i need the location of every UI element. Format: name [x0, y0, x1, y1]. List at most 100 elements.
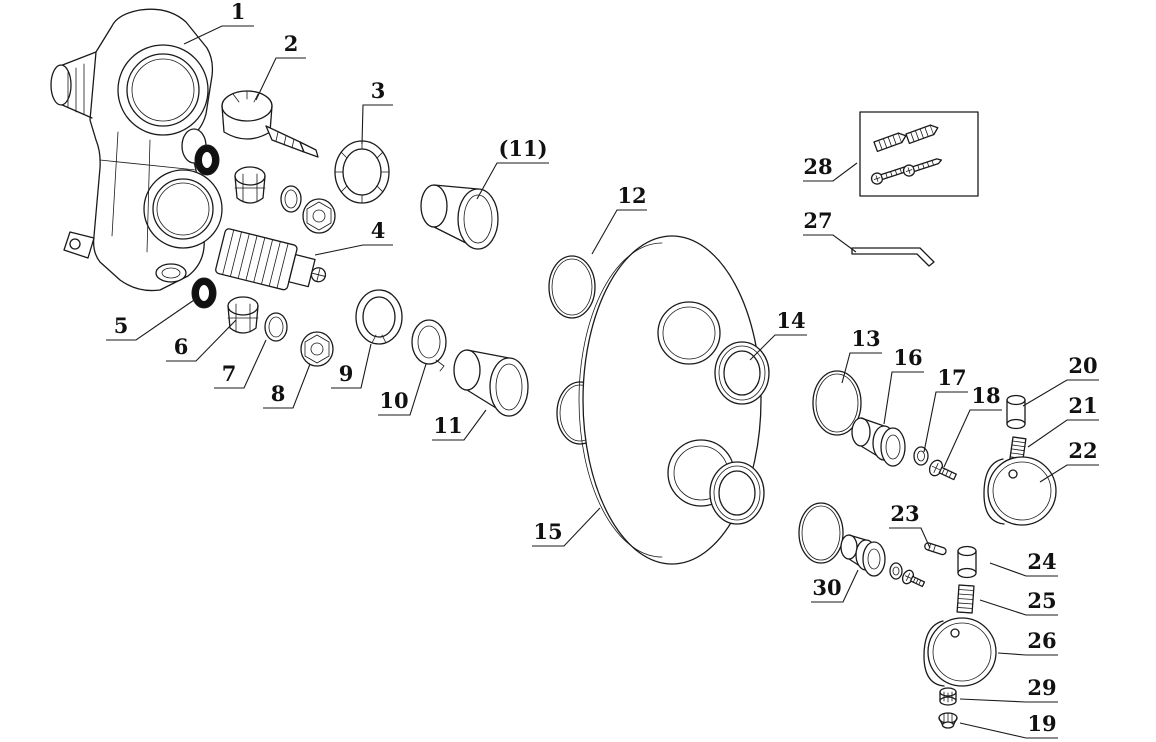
part-label-12-5: 12 — [617, 183, 646, 208]
leader-line-18 — [883, 371, 924, 425]
leader-line-1 — [183, 25, 254, 45]
part-label-26-28: 26 — [1027, 628, 1056, 653]
part-26-handle-knob — [923, 617, 997, 687]
part-label-4-8: 4 — [371, 218, 386, 243]
part-label-10-14: 10 — [379, 388, 408, 413]
leader-line-23 — [1039, 464, 1099, 483]
part-label-23-25: 23 — [890, 501, 919, 526]
part-13-oring-lower — [798, 502, 844, 564]
part-4-thermostatic-cartridge — [215, 228, 327, 291]
part-label-20-21: 20 — [1068, 353, 1097, 378]
leader-line-10 — [166, 319, 237, 362]
leader-line-6 — [803, 162, 858, 182]
labels-layer: 123(11)122827456789101114131617182021221… — [106, 0, 1099, 739]
leader-line-28 — [997, 652, 1058, 656]
part-label-28-6: 28 — [803, 154, 832, 179]
part-30-screw — [901, 569, 926, 588]
leader-line-29 — [811, 569, 859, 603]
part-label-1-1: 1 — [231, 0, 246, 24]
part-6-clamp — [227, 296, 259, 334]
part-label-5-9: 5 — [114, 313, 129, 338]
leader-line-27 — [979, 599, 1058, 616]
leader-line-7 — [803, 234, 857, 253]
part-17-washer — [913, 446, 929, 466]
part-24-spacer-cylinder — [957, 545, 977, 579]
part-11-sleeve-upper — [420, 184, 499, 250]
part-label-14-16: 14 — [776, 308, 805, 333]
leader-line-5 — [591, 209, 647, 255]
part-1-valve-body — [50, 8, 223, 292]
part-25-spring — [956, 584, 975, 614]
part-23-pin — [924, 542, 947, 556]
leader-line-22 — [1027, 419, 1099, 448]
part-label-9-13: 9 — [339, 361, 354, 386]
leader-line-16 — [749, 334, 807, 361]
leader-line-2 — [255, 57, 306, 101]
part-5-black-oring — [191, 277, 217, 309]
leader-line-12 — [263, 363, 311, 409]
part-label-30-29: 30 — [812, 575, 841, 600]
part-label-13-17: 13 — [851, 326, 880, 351]
part-label-16-18: 16 — [893, 345, 922, 370]
leader-line-20 — [943, 409, 1002, 468]
part-label-15-24: 15 — [533, 519, 562, 544]
part-label-29-30: 29 — [1027, 675, 1056, 700]
leader-line-15 — [432, 409, 487, 441]
part-label-11-4: (11) — [498, 136, 547, 161]
part-5-black-oring-upper — [194, 144, 220, 176]
leader-line-26 — [989, 562, 1058, 577]
part-22-handle-knob — [983, 456, 1057, 526]
part-7-oring-upper — [280, 185, 302, 213]
part-label-19-31: 19 — [1027, 711, 1056, 736]
leader-line-9 — [106, 297, 198, 341]
part-label-18-20: 18 — [971, 383, 1000, 408]
leader-line-17 — [841, 352, 882, 384]
leader-line-4 — [476, 162, 549, 200]
part-12-oring-upper — [548, 255, 596, 319]
part-label-25-27: 25 — [1027, 588, 1056, 613]
part-11-sleeve — [453, 349, 529, 417]
part-label-7-11: 7 — [222, 361, 237, 386]
leader-line-11 — [214, 339, 267, 389]
part-9-retaining-ring — [355, 289, 403, 345]
part-label-8-12: 8 — [271, 381, 286, 406]
leader-line-13 — [331, 343, 372, 389]
leader-line-24 — [532, 507, 601, 547]
part-18-screw — [928, 459, 957, 481]
part-8-hex-plug — [300, 331, 334, 367]
part-8-hex-plug-upper — [302, 198, 336, 234]
part-29-cap — [939, 687, 957, 706]
fixing-screw-1 — [870, 166, 911, 185]
part-label-21-22: 21 — [1068, 393, 1097, 418]
wall-plug-2 — [905, 124, 939, 145]
part-7-oring — [264, 312, 288, 342]
part-10-stop-collar — [411, 319, 447, 372]
part-label-3-3: 3 — [371, 78, 386, 103]
leader-line-14 — [378, 363, 427, 416]
part-label-17-19: 17 — [937, 365, 966, 390]
part-label-2-2: 2 — [284, 31, 299, 56]
part-19-knurled-screw — [938, 712, 958, 729]
leader-line-3 — [361, 104, 393, 145]
part-27-allen-key — [851, 247, 935, 267]
part-13-oring-upper — [812, 370, 862, 436]
part-28-fixing-kit-box — [859, 111, 979, 197]
part-label-11-15: 11 — [433, 413, 462, 438]
part-20-index-cylinder — [1006, 394, 1026, 430]
leader-line-8 — [314, 244, 393, 256]
part-label-24-26: 24 — [1027, 549, 1056, 574]
leader-line-30 — [959, 698, 1058, 703]
part-label-6-10: 6 — [174, 334, 189, 359]
wall-plug-1 — [873, 132, 907, 153]
leader-line-21 — [1022, 379, 1099, 407]
leader-line-19 — [923, 391, 968, 453]
part-label-27-7: 27 — [803, 208, 832, 233]
fixing-screw-2 — [902, 158, 943, 177]
part-14-trim-ring-lower — [709, 461, 765, 525]
part-label-22-23: 22 — [1068, 438, 1097, 463]
leader-line-25 — [889, 527, 931, 549]
leader-line-31 — [959, 722, 1058, 739]
part-30-handle-adapter — [840, 534, 903, 580]
